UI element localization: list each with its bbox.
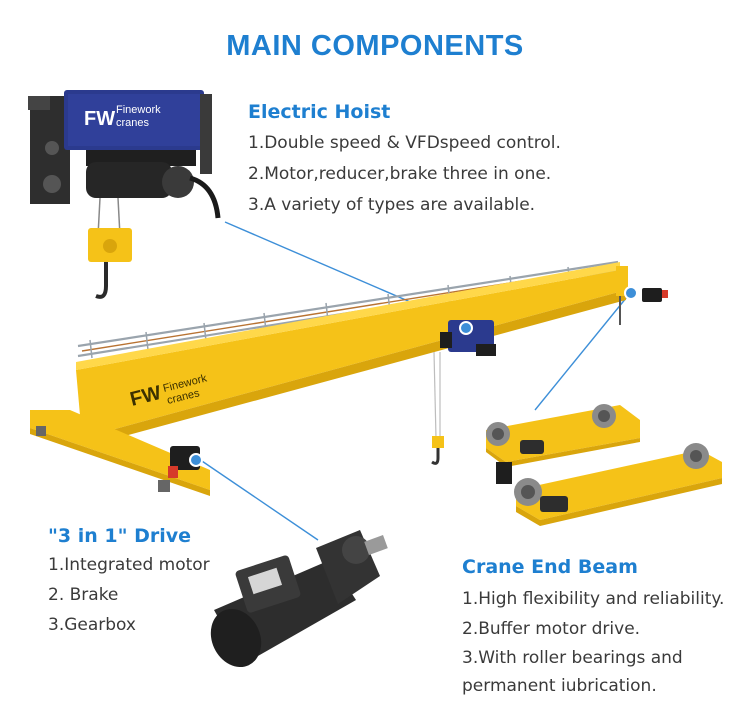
end-beam-item-1: 1.High flexibility and reliability. [462,589,725,609]
page-title: MAIN COMPONENTS [226,30,524,62]
hoist-logo-line1: Finework [116,104,161,116]
hoist-heading: Electric Hoist [248,101,391,123]
drive-item-3: 3.Gearbox [48,615,136,635]
end-beam-item-3: 3.With roller bearings and [462,648,683,668]
drive-heading: "3 in 1" Drive [48,525,192,547]
callout-line-drive [195,456,319,541]
callout-line-end-beam [534,291,632,411]
hoist-logo-line2: cranes [116,117,150,129]
end-beam-item-4: permanent iubrication. [462,676,657,696]
hoist-illustration: FW Finework cranes [28,90,221,299]
hoist-item-2: 2.Motor,reducer,brake three in one. [248,164,552,184]
hoist-logo-mark: FW [84,108,115,130]
drive-item-1: 1.Integrated motor [48,555,210,575]
drive-motor-illustration [210,530,388,668]
end-beam-item-2: 2.Buffer motor drive. [462,619,641,639]
drive-item-2: 2. Brake [48,585,119,605]
hoist-item-3: 3.A variety of types are available. [248,195,536,215]
hoist-item-1: 1.Double speed & VFDspeed control. [248,133,561,153]
end-beam-heading: Crane End Beam [462,556,638,578]
end-beam-illustration [486,404,722,526]
crane-illustration: FW Finework cranes [30,260,668,496]
